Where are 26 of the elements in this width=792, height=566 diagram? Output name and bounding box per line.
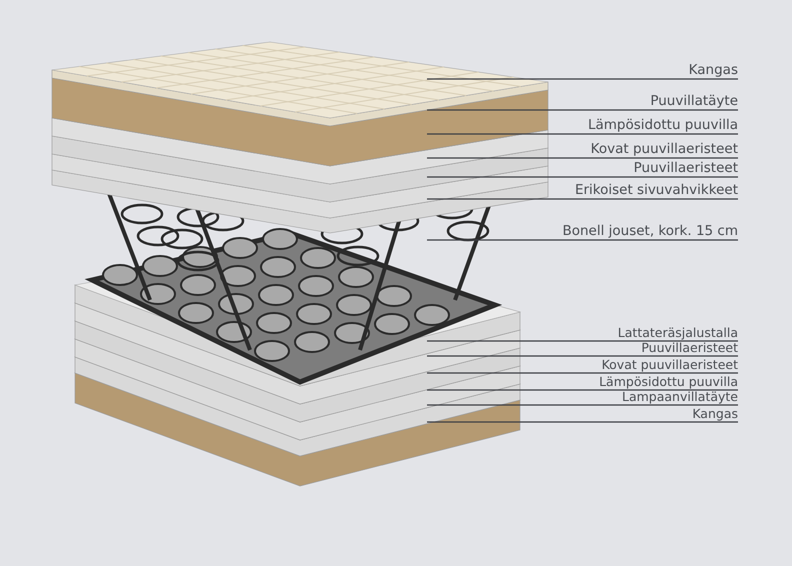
layer-label: Puuvillaeristeet [634,160,738,176]
layer-label: Lampaanvillatäyte [622,390,738,404]
layer-label: Puuvillatäyte [650,93,738,109]
layer-label: Kangas [692,407,738,421]
leader-line [427,355,738,357]
layer-label: Kangas [688,62,738,78]
leader-line [427,389,738,391]
layer-label: Kovat puuvillaeristeet [590,141,738,157]
layer-label: Lämpösidottu puuvilla [588,117,738,133]
layer-label: Lattateräsjalustalla [618,326,738,340]
leader-line [427,176,738,178]
leader-line [427,157,738,159]
layer-label: Bonell jouset, kork. 15 cm [562,223,738,239]
leader-line [427,133,738,135]
leader-line [427,372,738,374]
leader-line [427,239,738,241]
leader-line [427,109,738,111]
layer-label: Erikoiset sivuvahvikkeet [574,182,738,198]
leader-line [427,198,738,200]
layer-label: Kovat puuvillaeristeet [602,358,738,372]
leader-line [427,340,738,342]
leader-line [427,421,738,423]
leader-line [427,78,738,80]
layer-label: Lämpösidottu puuvilla [599,375,738,389]
leader-line [427,404,738,406]
layer-label: Puuvillaeristeet [641,341,738,355]
